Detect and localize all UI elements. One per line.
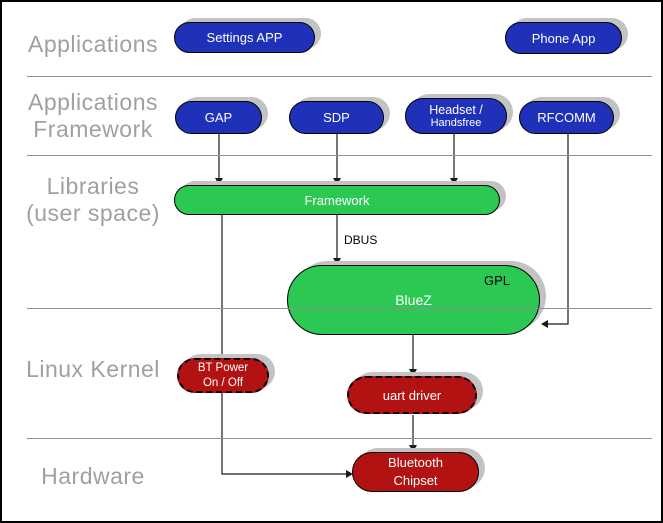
layer-divider-kernel bbox=[27, 438, 652, 439]
layer-label-linux-kernel: Linux Kernel bbox=[26, 356, 160, 382]
node-bt-power-on-off: BT Power On / Off bbox=[177, 358, 269, 393]
layer-label-applications-framework: Applications Framework bbox=[27, 89, 159, 142]
dbus-edge-label: DBUS bbox=[344, 233, 378, 247]
node-headset-label-line2: Handsfree bbox=[430, 117, 482, 130]
node-headset-label-line1: Headset / bbox=[429, 102, 483, 117]
connector-rfcomm-bluez bbox=[548, 134, 569, 325]
node-gap: GAP bbox=[175, 101, 262, 134]
connector-framework-chipset bbox=[221, 215, 346, 475]
arrowhead-framework-chipset bbox=[346, 470, 353, 478]
node-bluez: BlueZ GPL bbox=[287, 265, 540, 335]
arrowhead-gap-framework bbox=[215, 178, 223, 185]
layer-label-libraries-user-space: Libraries (user space) bbox=[26, 173, 160, 226]
layer-divider-framework bbox=[27, 155, 652, 156]
layer-label-applications: Applications bbox=[27, 31, 159, 57]
node-phone-app: Phone App bbox=[505, 22, 622, 54]
arrowhead-sdp-framework bbox=[333, 178, 341, 185]
arrowhead-bluez-uart bbox=[409, 369, 417, 376]
node-uart-driver: uart driver bbox=[347, 376, 477, 414]
arrowhead-framework-bluez bbox=[333, 258, 341, 265]
node-bluetooth-chipset: Bluetooth Chipset bbox=[352, 452, 479, 492]
arrowhead-headset-framework bbox=[450, 178, 458, 185]
node-bluez-label: BlueZ bbox=[395, 292, 432, 308]
arrowhead-rfcomm-bluez bbox=[541, 320, 548, 328]
layer-divider-libraries bbox=[27, 308, 652, 309]
layer-label-hardware: Hardware bbox=[41, 463, 145, 489]
node-headset-handsfree: Headset / Handsfree bbox=[405, 98, 507, 134]
arrowhead-uart-chipset bbox=[409, 445, 417, 452]
node-settings-app: Settings APP bbox=[174, 22, 315, 53]
gpl-license-badge: GPL bbox=[483, 273, 510, 288]
node-framework: Framework bbox=[174, 185, 500, 215]
node-sdp: SDP bbox=[289, 101, 384, 134]
layer-divider-applications bbox=[27, 76, 652, 77]
node-rfcomm: RFCOMM bbox=[519, 101, 614, 134]
